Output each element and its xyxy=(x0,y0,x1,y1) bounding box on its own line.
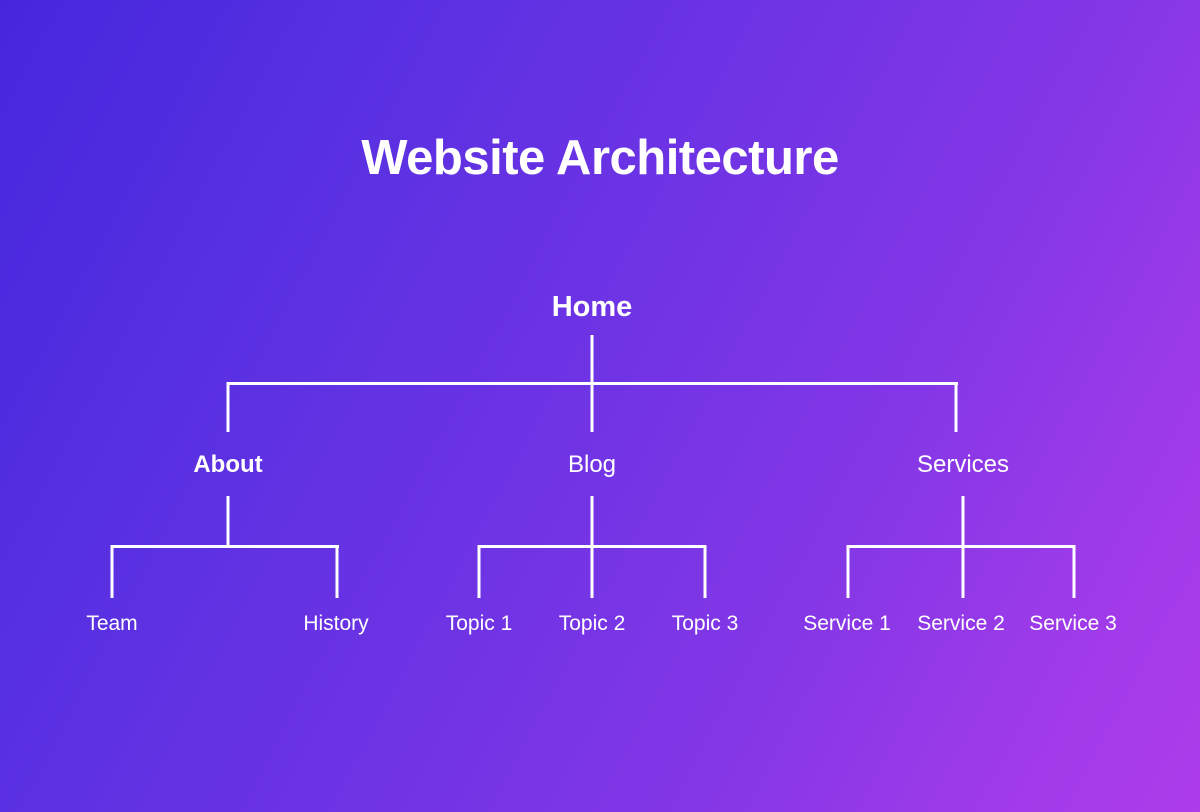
connector-about-stem xyxy=(226,496,230,546)
node-topic-1[interactable]: Topic 1 xyxy=(445,612,513,635)
node-topic-3[interactable]: Topic 3 xyxy=(671,612,739,635)
connector-drop-about xyxy=(226,382,230,432)
node-service-3[interactable]: Service 3 xyxy=(1029,612,1117,635)
node-history[interactable]: History xyxy=(303,612,369,635)
connector-drop-team xyxy=(110,545,114,598)
node-service-1[interactable]: Service 1 xyxy=(803,612,891,635)
node-blog[interactable]: Blog xyxy=(567,451,617,478)
connector-drop-history xyxy=(335,545,339,598)
node-about[interactable]: About xyxy=(193,451,263,478)
connector-drop-topic-1 xyxy=(477,545,481,598)
connector-root-stem xyxy=(590,335,594,383)
connector-blog-bus xyxy=(478,545,706,548)
page-title: Website Architecture xyxy=(361,131,839,185)
node-home[interactable]: Home xyxy=(551,291,633,323)
node-team[interactable]: Team xyxy=(86,612,138,635)
connector-drop-service-1 xyxy=(846,545,850,598)
node-services[interactable]: Services xyxy=(916,451,1010,478)
connector-drop-services xyxy=(954,382,958,432)
connector-drop-service-3 xyxy=(1072,545,1076,598)
connector-about-bus xyxy=(111,545,339,548)
node-topic-2[interactable]: Topic 2 xyxy=(558,612,626,635)
connector-drop-topic-3 xyxy=(703,545,707,598)
connector-drop-blog xyxy=(590,382,594,432)
connector-services-bus xyxy=(847,545,1075,548)
node-service-2[interactable]: Service 2 xyxy=(917,612,1005,635)
